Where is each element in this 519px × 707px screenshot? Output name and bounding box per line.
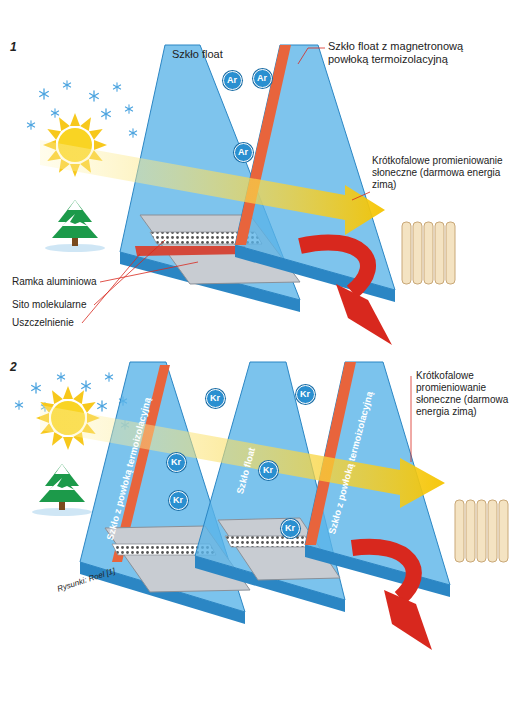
part-name: Sito molekularne — [12, 299, 86, 311]
solar-radiation-arrow — [40, 405, 445, 508]
radiation-note: Krótkofalowe promieniowanie słoneczne (d… — [416, 370, 514, 418]
gas-symbol: Kr — [300, 390, 310, 399]
gas-circle: Ar — [223, 71, 242, 90]
gas-circle: Kr — [296, 385, 315, 404]
gas-symbol: Kr — [210, 394, 220, 403]
gas-circle: Ar — [234, 143, 253, 162]
gas-circle: Kr — [206, 389, 225, 408]
tree-symbol — [45, 200, 105, 252]
leader-lines — [411, 376, 412, 462]
gas-circle: Kr — [169, 491, 188, 510]
solar-radiation-arrow — [40, 140, 385, 235]
radiation-note: Krótkofalowe promieniowanie słoneczne (d… — [372, 155, 512, 191]
gas-symbol: Kr — [263, 466, 273, 475]
panel-number: 2 — [10, 360, 17, 374]
gas-circle: Kr — [281, 519, 300, 538]
gas-symbol: Kr — [171, 458, 181, 467]
gas-circle: Ar — [253, 69, 272, 88]
tree-symbol — [32, 464, 92, 516]
gas-symbol: Kr — [285, 524, 295, 533]
gas-symbol: Ar — [227, 76, 237, 85]
radiator-symbol — [455, 500, 508, 562]
part-name: Szkło float z magnetronową powłoką termo… — [328, 40, 478, 66]
part-name: Ramka aluminiowa — [12, 276, 96, 288]
heat-return-arrow — [352, 547, 432, 650]
part-name: Uszczelnienie — [12, 317, 74, 329]
leader-lines — [82, 48, 370, 323]
gas-circle: Kr — [259, 461, 278, 480]
snowflakes — [27, 81, 136, 137]
gas-symbol: Ar — [257, 74, 267, 83]
part-name: Szkło float — [172, 48, 223, 61]
gas-circle: Kr — [167, 453, 186, 472]
radiator-symbol — [402, 222, 455, 284]
gas-symbol: Kr — [173, 496, 183, 505]
gas-symbol: Ar — [238, 148, 248, 157]
panel-number: 1 — [10, 40, 17, 54]
heat-return-arrow — [300, 242, 392, 345]
